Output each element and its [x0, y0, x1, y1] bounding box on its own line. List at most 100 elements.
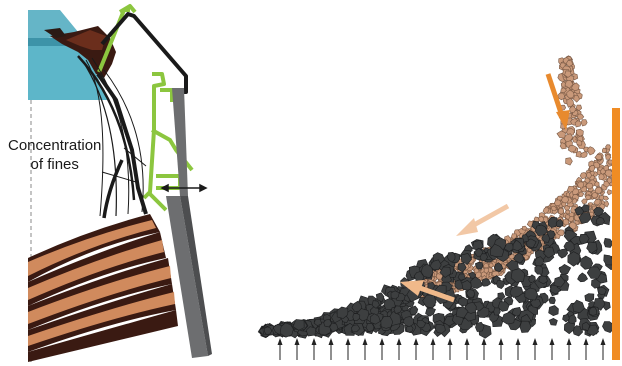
- particle: [555, 218, 564, 228]
- particle: [351, 300, 363, 312]
- particle: [541, 234, 551, 243]
- particle: [496, 280, 505, 289]
- particle: [594, 154, 603, 161]
- particle: [457, 296, 469, 307]
- particle: [580, 151, 588, 158]
- particle: [576, 113, 585, 120]
- particle: [472, 239, 484, 251]
- particle: [383, 297, 396, 311]
- particle: [519, 320, 532, 333]
- particle: [564, 80, 574, 89]
- particle: [560, 87, 567, 94]
- up-arrow-head: [379, 338, 385, 345]
- particle: [588, 307, 598, 316]
- particle: [575, 150, 583, 158]
- annotation-line-1: Concentration: [8, 137, 102, 154]
- particle: [587, 146, 596, 156]
- particle: [323, 319, 333, 328]
- particle: [553, 276, 566, 288]
- particle: [534, 256, 544, 267]
- particle: [263, 326, 273, 335]
- particle: [597, 286, 607, 296]
- up-arrow-head: [464, 338, 470, 345]
- particle: [425, 307, 436, 317]
- particle: [595, 216, 605, 226]
- particle: [575, 128, 584, 137]
- cooler-inlet-section: [28, 4, 212, 362]
- up-arrow-head: [362, 338, 368, 345]
- particle: [497, 301, 510, 312]
- particle: [474, 261, 484, 270]
- fines-flow-lines: [77, 55, 144, 219]
- particle: [585, 182, 594, 190]
- particle: [543, 246, 556, 259]
- segregation-section: [257, 55, 620, 360]
- particle: [538, 275, 548, 285]
- particle: [591, 192, 599, 199]
- particle: [494, 262, 504, 272]
- particle: [586, 266, 602, 279]
- up-arrow-head: [328, 338, 334, 345]
- particle: [574, 120, 582, 128]
- up-arrow-head: [600, 338, 606, 345]
- particle: [573, 95, 580, 103]
- particle: [416, 319, 426, 329]
- particle: [369, 313, 381, 325]
- particle: [578, 233, 590, 245]
- particle: [576, 181, 585, 189]
- particle: [509, 285, 524, 298]
- particle: [490, 243, 505, 258]
- fines-annotation: Concentration of fines: [8, 136, 101, 174]
- particle: [606, 189, 612, 196]
- particle: [511, 307, 523, 317]
- particle: [371, 300, 380, 309]
- particle: [589, 165, 596, 172]
- up-arrow-head: [345, 338, 351, 345]
- annotation-line-2: of fines: [30, 156, 79, 173]
- left-arrow-icon: [456, 203, 510, 236]
- particle: [563, 133, 574, 143]
- particle: [470, 276, 483, 289]
- particle: [512, 239, 523, 252]
- particle: [583, 146, 590, 153]
- particle: [586, 241, 598, 254]
- down-arrow-icon: [545, 73, 570, 130]
- clinker-fall: [44, 26, 116, 78]
- up-arrow-head: [294, 338, 300, 345]
- particle: [548, 305, 559, 317]
- particle: [521, 225, 528, 231]
- particle: [556, 130, 566, 139]
- particle: [567, 251, 581, 267]
- particle: [605, 144, 611, 150]
- particle: [557, 207, 565, 215]
- particle: [534, 264, 544, 275]
- front-wall: [166, 88, 212, 358]
- particle: [580, 119, 588, 127]
- particle: [292, 319, 305, 331]
- particle: [380, 315, 394, 329]
- clinker-bed-bands: [28, 214, 178, 362]
- particle: [579, 172, 587, 180]
- particle: [576, 139, 583, 146]
- particle: [550, 205, 557, 212]
- particle: [572, 299, 585, 314]
- particle: [605, 154, 612, 160]
- particle: [565, 157, 573, 166]
- particle: [561, 195, 569, 204]
- particle: [305, 326, 317, 337]
- particle: [409, 305, 419, 316]
- up-arrow-head: [430, 338, 436, 345]
- particle: [483, 267, 489, 274]
- particle: [538, 215, 545, 223]
- particle: [548, 317, 558, 326]
- particle: [468, 271, 477, 279]
- particle: [558, 263, 572, 275]
- particle: [593, 199, 601, 206]
- particle: [501, 311, 516, 325]
- particle: [562, 314, 570, 323]
- particle: [352, 313, 361, 321]
- particle: [554, 199, 562, 206]
- particle: [457, 273, 466, 281]
- particle: [510, 268, 526, 283]
